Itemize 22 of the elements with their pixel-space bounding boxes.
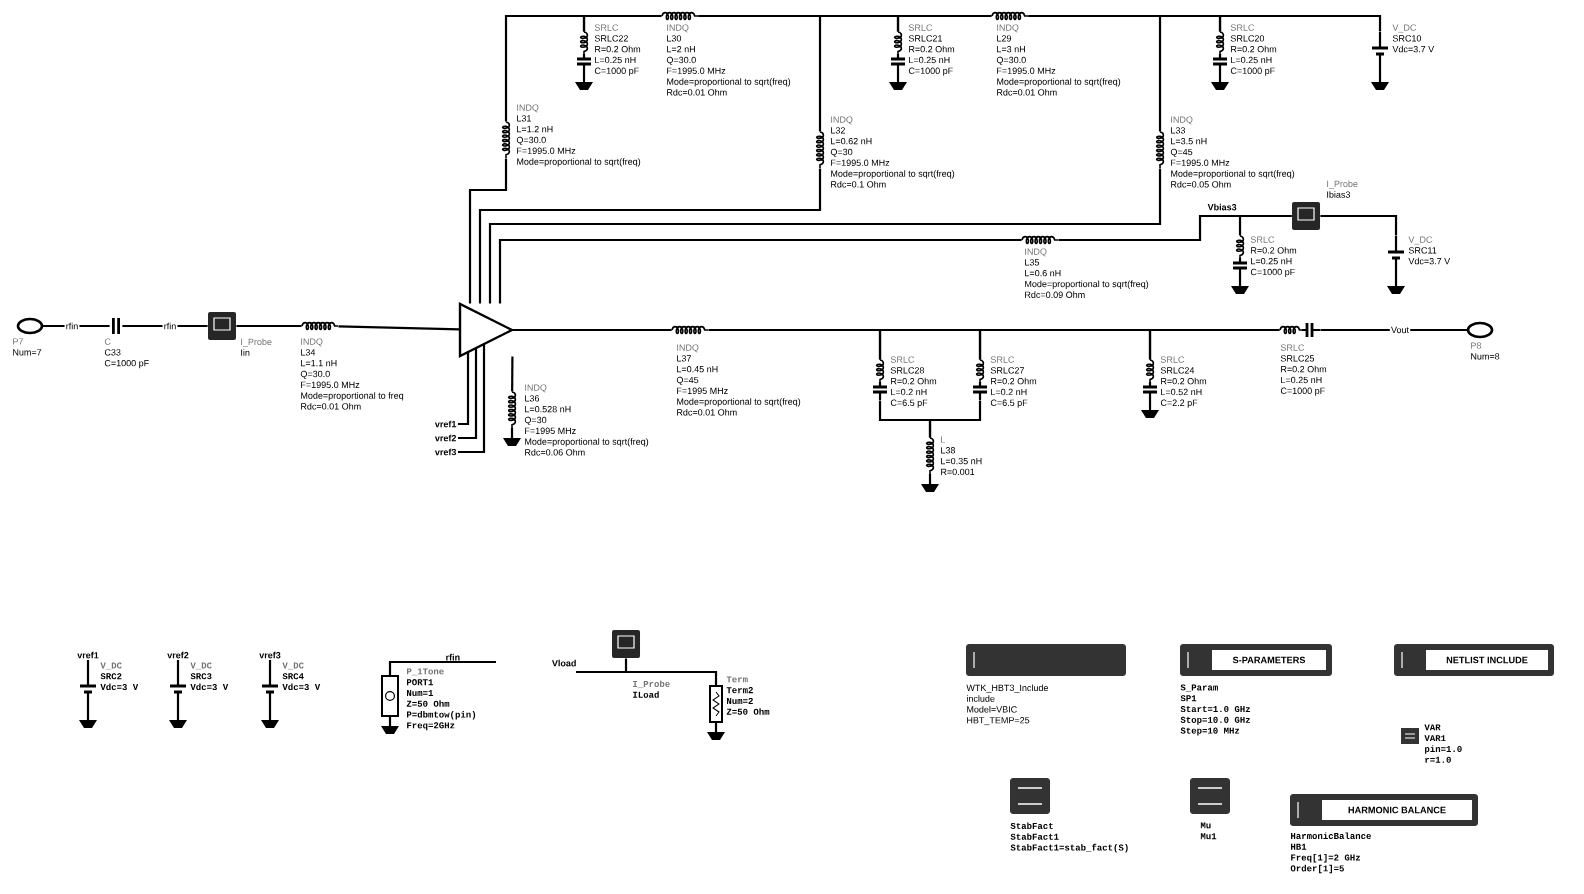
wire (236, 324, 302, 328)
wire (1320, 214, 1398, 236)
wire (488, 168, 1162, 304)
wire (582, 14, 662, 32)
wire (511, 356, 514, 392)
wire (498, 238, 1022, 304)
wire (1238, 214, 1292, 236)
wire (1320, 328, 1468, 332)
wire (1148, 328, 1280, 360)
wire (624, 658, 718, 686)
wire (978, 328, 1152, 360)
wire (478, 168, 822, 304)
wire (512, 328, 672, 332)
wire (1218, 14, 1382, 32)
wire (338, 325, 460, 331)
wire (42, 324, 110, 328)
wire (504, 14, 586, 122)
wire (878, 328, 982, 360)
wire (122, 324, 208, 328)
wire (468, 158, 508, 304)
wire (896, 14, 992, 32)
wire (928, 400, 982, 438)
